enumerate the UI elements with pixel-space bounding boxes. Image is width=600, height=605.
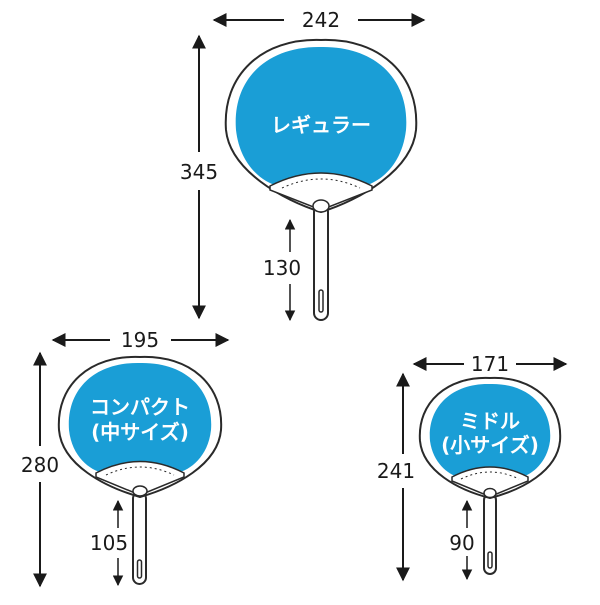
fan-middle: ミドル (小サイズ) [418,376,562,575]
fan-compact-rib-lines [105,466,175,476]
fan-compact-rivet [132,485,148,497]
compact-handle-value: 105 [90,531,128,555]
fan-compact-face [68,362,212,473]
fan-regular-rib-lines [281,178,361,189]
compact-width-value: 195 [121,328,159,352]
compact-height-value: 280 [21,453,59,477]
regular-handle-value: 130 [263,256,301,280]
fan-middle-rivet [483,487,497,499]
fan-regular-handle-slot [318,289,324,313]
middle-width-value: 171 [471,352,509,376]
fan-middle-face [429,383,551,477]
middle-handle-value: 90 [449,531,474,555]
fan-middle-label-line1: ミドル [460,409,520,433]
fan-regular-label: レギュラー [271,113,371,137]
fan-compact-label-line1: コンパクト [90,395,190,419]
fan-regular: レギュラー [224,38,418,321]
fan-middle-handle-slot [487,551,493,569]
fan-compact: コンパクト (中サイズ) [57,355,223,585]
fan-middle-rib-lines [460,471,520,480]
fan-regular-face [235,46,407,186]
fan-middle-label-line2: (小サイズ) [441,433,539,457]
fan-compact-label-line2: (中サイズ) [91,420,189,444]
fan-compact-handle-slot [136,559,143,579]
regular-width-value: 242 [302,8,340,32]
fan-regular-rivet [312,199,330,213]
regular-height-value: 345 [180,160,218,184]
middle-height-value: 241 [377,459,415,483]
